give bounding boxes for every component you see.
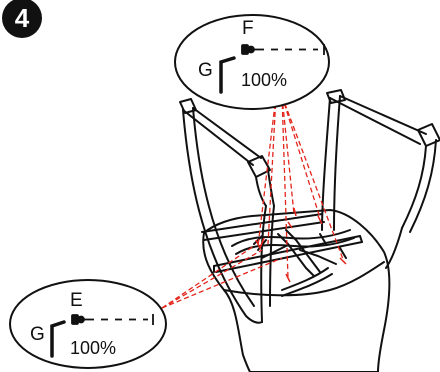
callout-top-tool-letter: G [198,60,213,81]
screw-icon [241,44,325,55]
callout-bottom-percent: 100% [70,338,116,358]
allen-key-icon [50,320,66,358]
guide-lines-bottom [161,245,283,309]
guide-lines-top [257,95,345,279]
callout-bottom: E G 100% [9,279,167,369]
callout-top-screw-letter: F [242,18,254,39]
allen-key-icon [219,56,236,94]
chair-illustration [179,89,440,372]
screw-icon [71,314,154,325]
screw-markers [255,207,347,283]
callout-bottom-screw-letter: E [70,290,83,311]
step-badge: 4 [2,0,42,38]
callout-top: F G 100% [174,14,330,110]
step-number: 4 [15,3,30,33]
callout-bottom-tool-letter: G [30,324,45,345]
callout-top-percent: 100% [241,70,287,90]
